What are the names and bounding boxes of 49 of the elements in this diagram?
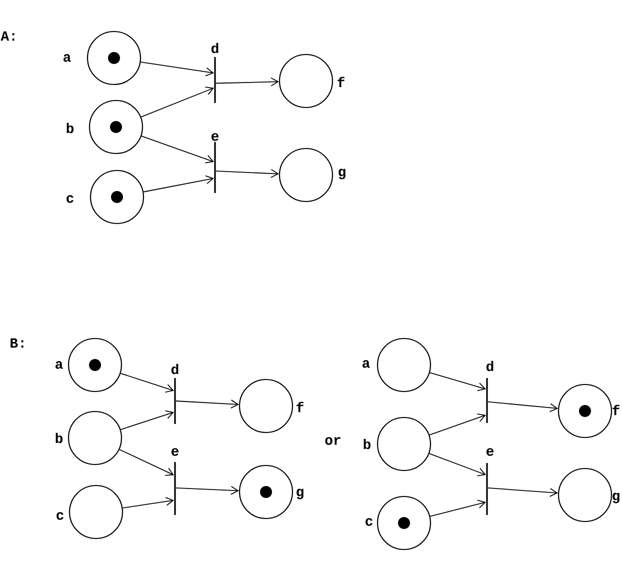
panel-label: A: [0,31,14,41]
arrow [122,497,174,508]
place-label: b [66,122,74,134]
place-label: g [338,168,346,180]
place-label: f [612,404,620,416]
panel-label: B: [10,338,24,348]
arrow [430,372,486,392]
token-dot [398,517,410,529]
arrow [140,86,214,118]
arrow [141,136,214,164]
token-dot [579,405,591,417]
arrow [216,169,279,178]
transition-label: d [171,364,178,374]
token-dot [260,486,272,498]
place-label: g [296,488,304,500]
arrow [119,449,174,476]
arrow [428,453,486,476]
arrow [176,400,239,408]
arrow [143,175,214,192]
place-label: c [366,518,372,526]
place-label: g [612,492,620,504]
arrow [216,77,279,86]
place-label: f [338,76,344,88]
place-label: a [64,54,71,62]
transition-label: e [486,448,494,456]
arrow [120,410,174,430]
token-dot [89,359,101,371]
panel-label: or [325,437,340,445]
place-label: c [66,195,74,203]
place-label: a [362,360,370,368]
transition-label: e [212,133,219,141]
arrow [429,413,486,436]
transition-label: e [172,448,179,456]
place-label: a [56,361,63,369]
token-dot [108,52,120,64]
token-dot [110,121,122,133]
place-label: f [296,402,304,412]
transition-label: d [211,42,218,54]
arrow [488,488,558,497]
arrow [488,401,558,412]
arrow [176,486,239,495]
transition-label: d [486,360,494,372]
arrow [430,500,486,517]
token-dot [111,191,123,203]
place-label: b [56,432,63,444]
arrow [140,62,214,76]
place-label: c [56,512,64,520]
place-label: b [364,438,371,450]
arrow [120,372,174,393]
